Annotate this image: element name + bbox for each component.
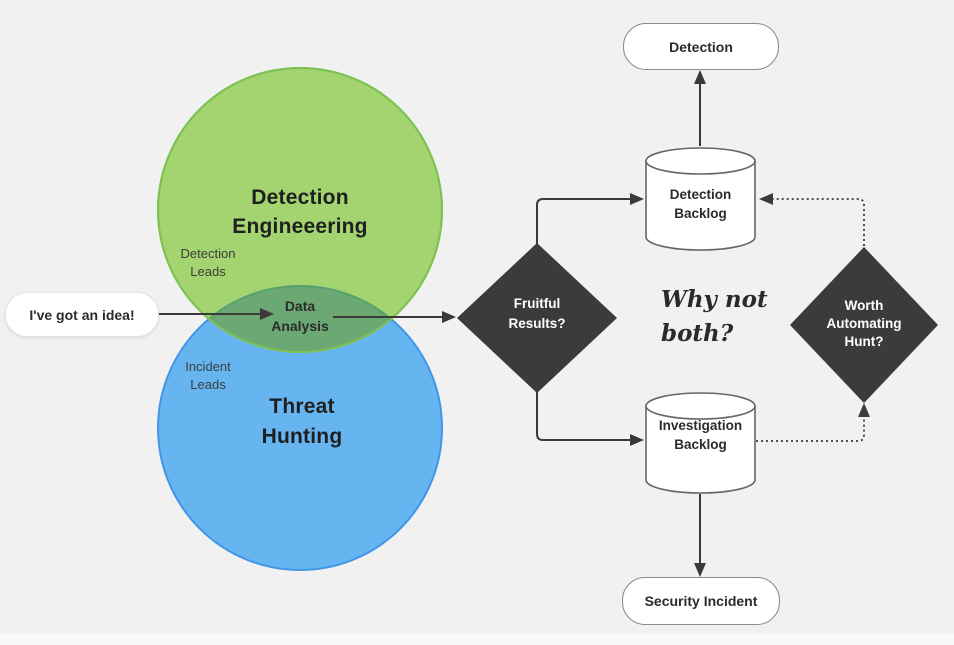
arrowhead-dotted-left bbox=[759, 193, 773, 205]
fruitful-results-line1: Fruitful bbox=[513, 296, 561, 311]
worth-automating-line1: Worth bbox=[844, 298, 884, 313]
arrowhead-dotted-up bbox=[858, 403, 870, 417]
arrow-fruitful-to-detection-backlog bbox=[536, 198, 631, 245]
detection-engineering-title: Detection Engineeering bbox=[160, 183, 440, 241]
dotted-arrow-worth-to-detection-backlog bbox=[773, 198, 865, 246]
arrowhead-into-detection-backlog bbox=[630, 193, 644, 205]
worth-automating-line3: Hunt? bbox=[844, 334, 884, 349]
detection-backlog-label: Detection Backlog bbox=[645, 185, 756, 223]
investigation-backlog-cylinder bbox=[645, 392, 756, 494]
detection-engineering-title-line1: Detection bbox=[251, 186, 349, 209]
dotted-connector-lines bbox=[756, 198, 865, 442]
detection-engineering-title-line2: Engineeering bbox=[232, 215, 368, 238]
incident-leads-line1: Incident bbox=[185, 359, 231, 374]
why-not-both-annotation: Why not both? bbox=[661, 283, 801, 351]
idea-speech-bubble-text: I've got an idea! bbox=[29, 306, 135, 323]
bottom-edge bbox=[0, 633, 954, 645]
data-analysis-line1: Data bbox=[284, 298, 316, 314]
arrowhead-into-incident bbox=[694, 563, 706, 577]
threat-hunting-title-line1: Threat bbox=[269, 395, 335, 418]
dotted-arrow-investigation-to-worth bbox=[756, 416, 865, 442]
blue-arc-in-overlap bbox=[158, 285, 442, 352]
green-circle-outline bbox=[157, 67, 443, 353]
worth-automating-label: Worth Automating Hunt? bbox=[794, 297, 934, 351]
detection-leads-line2: Leads bbox=[190, 264, 226, 279]
idea-speech-bubble: I've got an idea! bbox=[5, 292, 159, 337]
detection-backlog-line2: Backlog bbox=[674, 206, 727, 221]
fruitful-results-diamond bbox=[457, 243, 617, 393]
incident-leads-line2: Leads bbox=[190, 377, 226, 392]
data-analysis-label: Data Analysis bbox=[240, 296, 360, 336]
arrowhead-mid-overlap bbox=[260, 308, 274, 320]
why-not-both-line1: Why not bbox=[661, 286, 768, 313]
arrowhead-into-investigation-backlog bbox=[630, 434, 644, 446]
detection-leads-label: Detection Leads bbox=[158, 245, 258, 281]
fruitful-results-label: Fruitful Results? bbox=[477, 294, 597, 334]
detection-backlog-top bbox=[645, 147, 756, 175]
fruitful-results-line2: Results? bbox=[508, 316, 566, 331]
investigation-backlog-body bbox=[645, 405, 756, 494]
security-incident-terminal: Security Incident bbox=[622, 577, 780, 625]
threat-hunting-title: Threat Hunting bbox=[160, 392, 444, 452]
threat-hunting-title-line2: Hunting bbox=[261, 425, 343, 448]
data-analysis-line2: Analysis bbox=[271, 318, 329, 334]
incident-leads-label: Incident Leads bbox=[158, 358, 258, 394]
detection-backlog-line1: Detection bbox=[669, 187, 732, 202]
detection-terminal-label: Detection bbox=[669, 38, 733, 55]
why-not-both-line2: both? bbox=[661, 320, 734, 347]
detection-backlog-cylinder bbox=[645, 147, 756, 251]
arrowhead-into-fruitful bbox=[442, 311, 456, 323]
investigation-backlog-top bbox=[645, 392, 756, 420]
arrow-fruitful-to-investigation-backlog bbox=[536, 391, 631, 441]
worth-automating-line2: Automating bbox=[826, 316, 902, 331]
detection-backlog-body bbox=[645, 160, 756, 251]
detection-leads-line1: Detection bbox=[180, 246, 236, 261]
investigation-backlog-line1: Investigation bbox=[658, 418, 743, 433]
detection-terminal: Detection bbox=[623, 23, 779, 70]
connector-lines bbox=[157, 82, 701, 565]
investigation-backlog-label: Investigation Backlog bbox=[645, 416, 756, 454]
worth-automating-diamond bbox=[790, 247, 938, 403]
investigation-backlog-line2: Backlog bbox=[674, 437, 727, 452]
arrowheads bbox=[260, 70, 870, 577]
arrowhead-into-detection bbox=[694, 70, 706, 84]
security-incident-terminal-label: Security Incident bbox=[644, 593, 758, 609]
